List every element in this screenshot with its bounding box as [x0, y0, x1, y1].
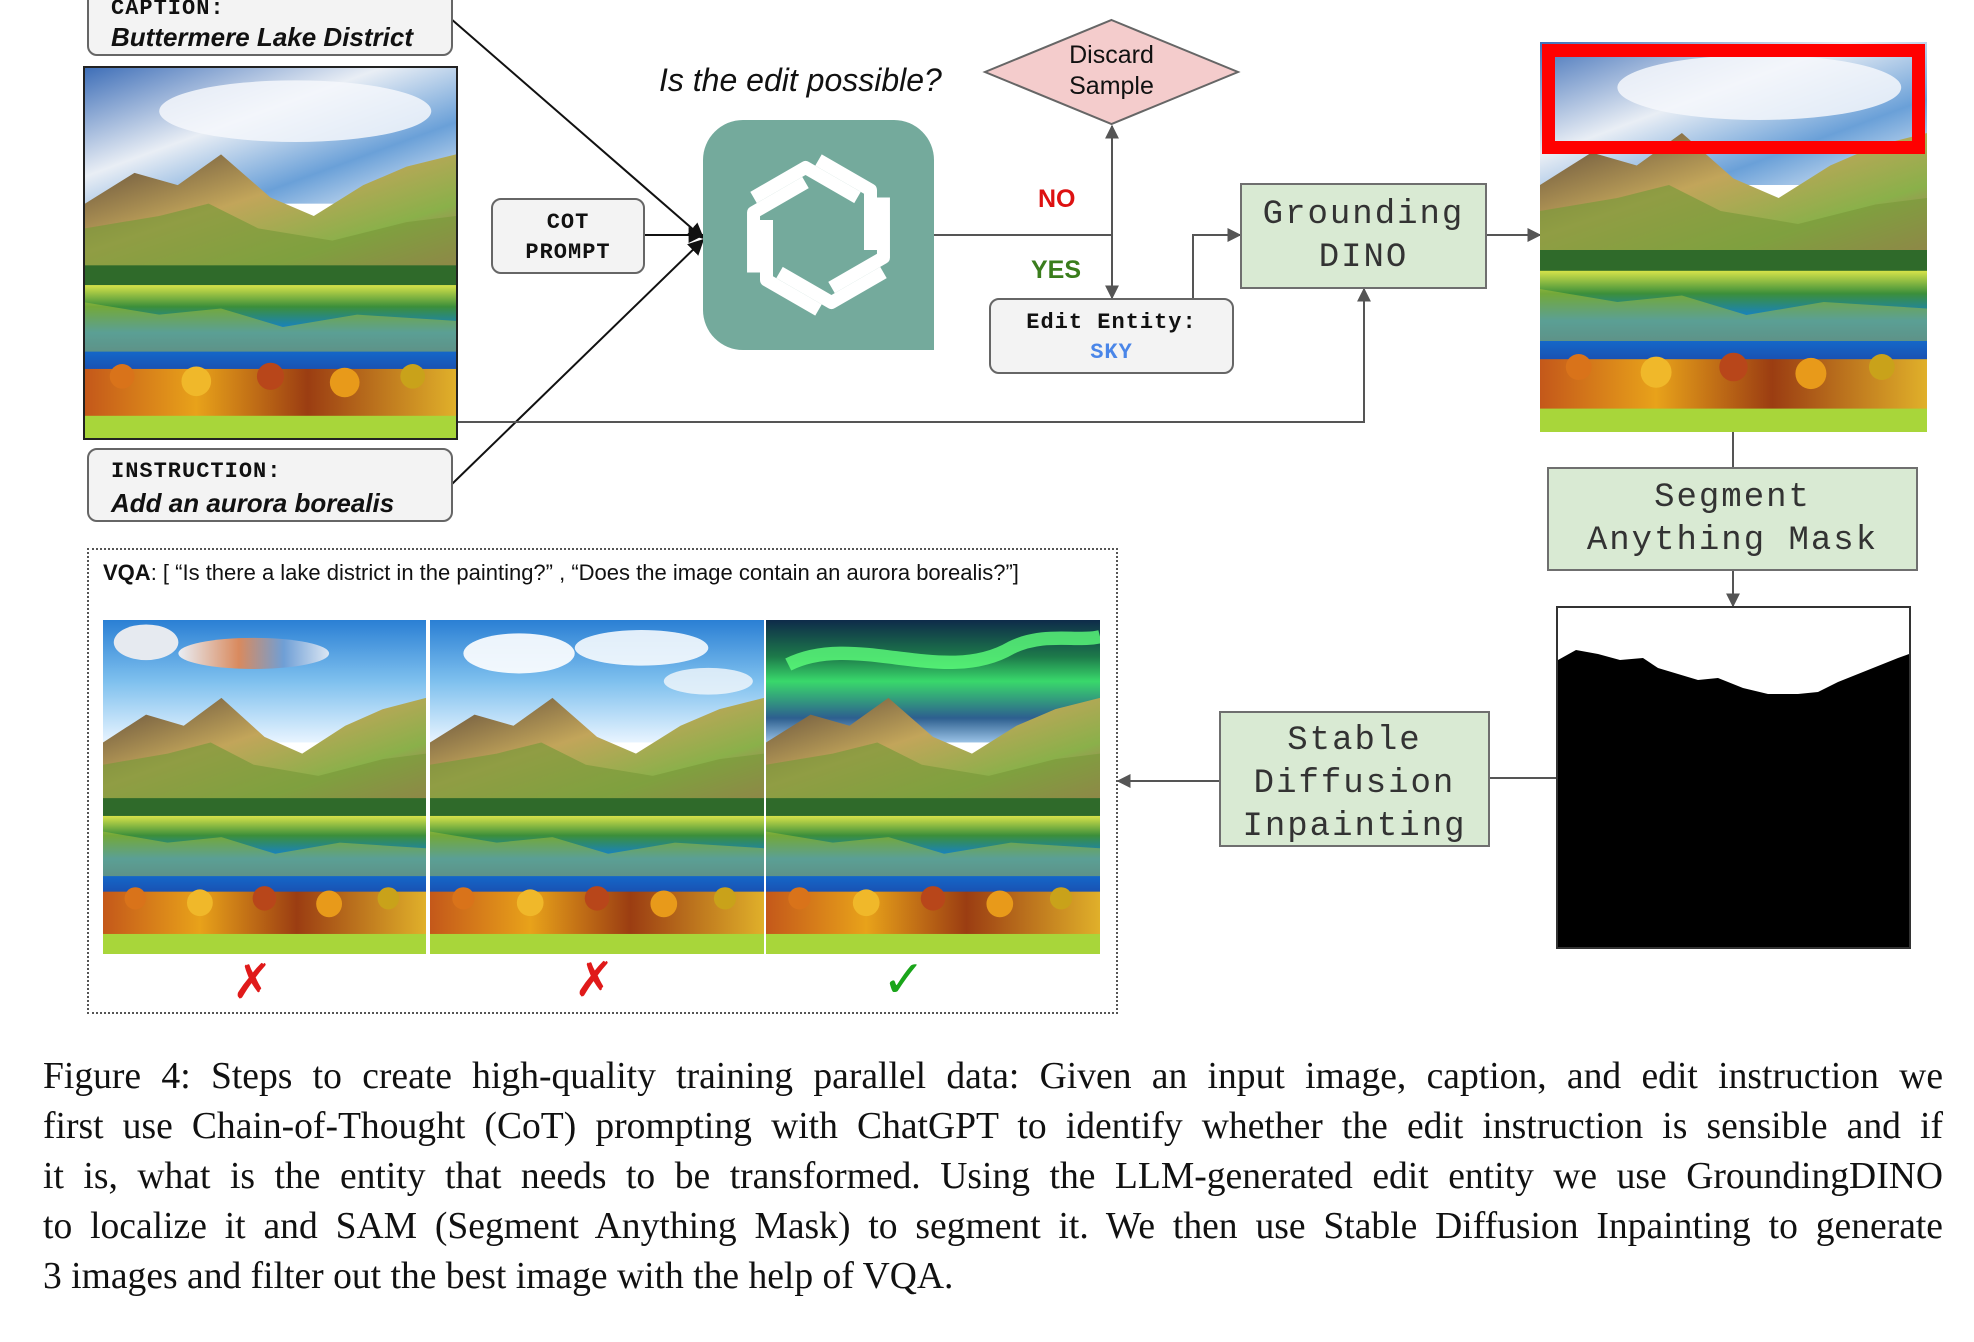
edit-entity-box: Edit Entity: SKY — [989, 298, 1234, 374]
candidate-image-1 — [103, 620, 426, 954]
sky-bounding-box — [1542, 44, 1925, 154]
discard-sample-node: Discard Sample — [982, 18, 1241, 126]
figure-caption-line: 3 images and filter out the best image w… — [43, 1256, 954, 1297]
edit-entity-label: Edit Entity: — [1026, 310, 1197, 335]
caption-box: CAPTION: Buttermere Lake District — [87, 0, 453, 56]
segment-anything-line1: Segment — [1654, 479, 1811, 517]
caption-box-text: Buttermere Lake District — [111, 22, 413, 52]
instruction-box-label: INSTRUCTION: — [111, 459, 282, 484]
cot-prompt-box: COT PROMPT — [491, 198, 645, 274]
candidate-image-3 — [766, 620, 1100, 954]
vqa-label: VQA — [103, 560, 151, 585]
sky-mask-image — [1556, 606, 1911, 949]
discard-diamond-shape — [982, 18, 1241, 126]
stable-diffusion-box: Stable Diffusion Inpainting — [1219, 711, 1490, 847]
chatgpt-logo — [703, 120, 934, 350]
segment-anything-line2: Anything Mask — [1586, 522, 1879, 560]
instruction-box: INSTRUCTION: Add an aurora borealis — [87, 448, 453, 522]
vqa-questions: : [ “Is there a lake district in the pai… — [150, 560, 1019, 585]
discard-line2: Sample — [1069, 72, 1154, 100]
cot-prompt-line2: PROMPT — [525, 240, 611, 265]
discard-line1: Discard — [1069, 41, 1154, 69]
grounding-dino-line1: Grounding — [1262, 196, 1465, 234]
openai-logo-icon — [747, 154, 890, 316]
edit-entity-value: SKY — [1090, 340, 1133, 365]
stable-diffusion-line3: Inpainting — [1242, 808, 1467, 846]
vqa-panel: VQA: [ “Is there a lake district in the … — [87, 548, 1118, 1014]
grounding-dino-line2: DINO — [1318, 239, 1409, 277]
stable-diffusion-line1: Stable — [1287, 722, 1422, 760]
vqa-text-line: VQA: [ “Is there a lake district in the … — [103, 560, 1019, 586]
instruction-box-text: Add an aurora borealis — [111, 488, 395, 518]
cross-icon: ✗ — [574, 952, 615, 1008]
checkmark-icon: ✓ — [882, 950, 926, 1010]
cross-icon: ✗ — [232, 954, 273, 1010]
stable-diffusion-line2: Diffusion — [1253, 765, 1456, 803]
candidate-image-2 — [430, 620, 764, 954]
figure-caption-line: to localize it and SAM (Segment Anything… — [43, 1206, 1943, 1247]
cot-prompt-line1: COT — [546, 210, 590, 235]
segment-anything-box: Segment Anything Mask — [1547, 467, 1918, 571]
figure-caption: Figure 4: Steps to create high-quality t… — [43, 1052, 1943, 1302]
grounding-dino-box: Grounding DINO — [1240, 183, 1487, 289]
edit-possible-question: Is the edit possible? — [659, 62, 942, 98]
figure-caption-line: first use Chain-of-Thought (CoT) prompti… — [43, 1106, 1943, 1147]
figure-caption-line: it is, what is the entity that needs to … — [43, 1156, 1943, 1197]
figure-caption-line: Figure 4: Steps to create high-quality t… — [43, 1056, 1943, 1097]
localized-image — [1540, 42, 1927, 432]
caption-box-label: CAPTION: — [111, 0, 225, 21]
input-image — [83, 66, 458, 440]
no-label: NO — [1038, 185, 1076, 213]
yes-label: YES — [1031, 256, 1082, 284]
